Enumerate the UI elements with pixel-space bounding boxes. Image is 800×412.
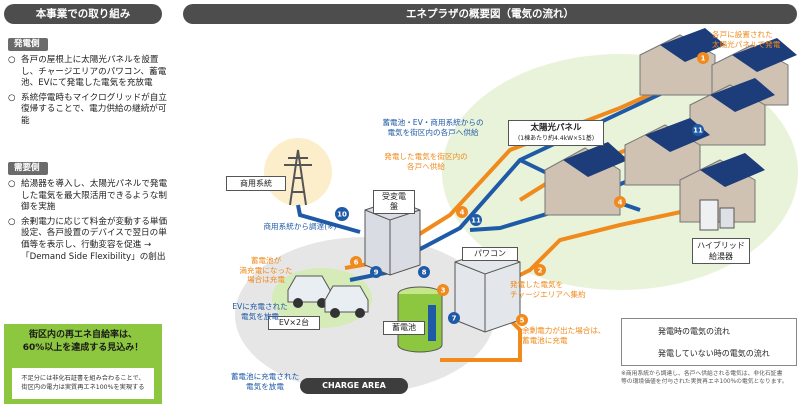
ev-car-icon — [287, 275, 331, 308]
goal-box: 街区内の再エネ自給率は、 60%以上を達成する見込み！ 不足分には非化石証書を組… — [4, 324, 162, 404]
ev-car-icon — [324, 285, 369, 318]
legend-item-orange: 発電時の電気の流れ — [658, 327, 730, 336]
generation-side-label: 発電側 — [8, 38, 48, 51]
generation-bullet-list: ○ 各戸の屋根上に太陽光パネルを設置し、チャージエリアのパワコン、蓄電池、EVに… — [8, 55, 168, 128]
list-item: ○ 各戸の屋根上に太陽光パネルを設置し、チャージエリアのパワコン、蓄電池、EVに… — [8, 55, 167, 89]
step-marker-4 — [456, 206, 468, 218]
step-number: 4 — [618, 199, 623, 207]
step-marker-9 — [370, 266, 382, 278]
step-number: 11 — [471, 217, 481, 225]
step-marker-6 — [350, 256, 362, 268]
step-number: 7 — [452, 315, 457, 323]
commercial-grid-label: 商用系統 — [226, 176, 286, 191]
step-marker-4b — [614, 196, 626, 208]
demand-bullet-list: ○ 給湯器を導入し、太陽光パネルで発電した電気を最大限活用できるような制御を実施… — [8, 179, 168, 263]
annotation-battery-discharge: 蓄電池に充電された 電気を放電 — [230, 372, 300, 391]
step-marker-1 — [697, 52, 709, 64]
goal-note: 不足分には非化石証書を組み合わることで、 街区内の電力は実質再エネ100%を実現… — [12, 368, 154, 399]
list-item: ○ 余剰電力に応じて料金が変動する単価設定、各戸設置のデバイスで翌日の単価等を表… — [8, 216, 168, 262]
step-marker-7 — [448, 312, 460, 324]
solar-panel-label: 太陽光パネル (1棟あたり約4.4kW×51基) — [508, 120, 604, 146]
substation-label: 受変電 盤 — [373, 190, 415, 214]
water-heater-icon — [699, 199, 735, 231]
house-icon — [679, 153, 765, 223]
step-number: 11 — [693, 127, 703, 135]
annotation-surplus-to-battery: 余剰電力が出た場合は、 蓄電池に充電 — [522, 326, 606, 345]
step-marker-10 — [335, 207, 349, 221]
step-marker-2 — [534, 264, 546, 276]
annotation-ev-charge: 蓄電池が 満充電になった 場合は充電 — [239, 256, 293, 285]
step-number: 9 — [374, 269, 379, 277]
step-number: 8 — [422, 269, 427, 277]
annotation-solar-generation: 各戸に設置された 太陽光パネルで発電 — [712, 30, 781, 49]
water-heater-label: ハイブリッド 給湯器 — [692, 238, 750, 264]
goal-title: 街区内の再エネ自給率は、 60%以上を達成する見込み！ — [22, 330, 144, 353]
list-item: ○ 系統停電時もマイクログリッドが自立復帰することで、電力供給の継続が可能 — [8, 92, 167, 126]
step-number: 6 — [354, 259, 359, 267]
battery-icon — [397, 286, 443, 353]
annotation-generated-to-homes: 発電した電気を街区内の 各戸へ供給 — [384, 152, 468, 171]
annotation-ev-discharge: EVに充電された 電気を放電 — [232, 302, 288, 321]
charge-area-label: CHARGE AREA — [300, 378, 408, 394]
step-number: 1 — [701, 55, 706, 63]
house-icon — [544, 142, 628, 216]
footnote: ※商用系統から調達し、各戸へ供給される電気は、非化石証書 等の環境価値を付与され… — [621, 371, 788, 385]
step-number: 4 — [460, 209, 465, 217]
transmission-tower-icon — [264, 138, 332, 206]
step-marker-11b — [692, 124, 704, 136]
pcs-label: パワコン — [462, 247, 518, 261]
diagram-title: エネプラザの概要図（電気の流れ） — [183, 4, 797, 24]
ev-label: EV×2台 — [268, 316, 320, 330]
step-marker-8 — [418, 266, 430, 278]
list-item: ○ 給湯器を導入し、太陽光パネルで発電した電気を最大限活用できるような制御を実施 — [8, 179, 168, 213]
step-marker-3 — [437, 284, 449, 296]
annotation-collect-to-charge-area: 発電した電気を チャージエリアへ集約 — [510, 280, 586, 299]
step-number: 5 — [520, 317, 525, 325]
left-panel-title: 本事業での取り組み — [4, 4, 162, 24]
house-icon — [689, 78, 775, 146]
step-marker-5 — [516, 314, 528, 326]
annotation-commercial-supply: 商用系統から調達(※) — [263, 222, 337, 231]
step-number: 10 — [337, 211, 347, 219]
annotation-supply-to-homes: 蓄電池・EV・商用系統からの 電気を街区内の各戸へ供給 — [382, 118, 484, 137]
battery-label: 蓄電池 — [383, 321, 425, 335]
house-icon — [639, 28, 725, 96]
legend-item-blue: 発電していない時の電気の流れ — [658, 349, 770, 358]
demand-side-label: 需要側 — [8, 162, 48, 175]
step-number: 2 — [538, 267, 543, 275]
flow-step-markers: 1 2 3 4 4 5 6 7 8 9 10 11 11 — [335, 52, 709, 326]
step-number: 3 — [441, 287, 446, 295]
legend: 発電時の電気の流れ 発電していない時の電気の流れ — [621, 318, 797, 366]
step-marker-11 — [470, 214, 482, 226]
